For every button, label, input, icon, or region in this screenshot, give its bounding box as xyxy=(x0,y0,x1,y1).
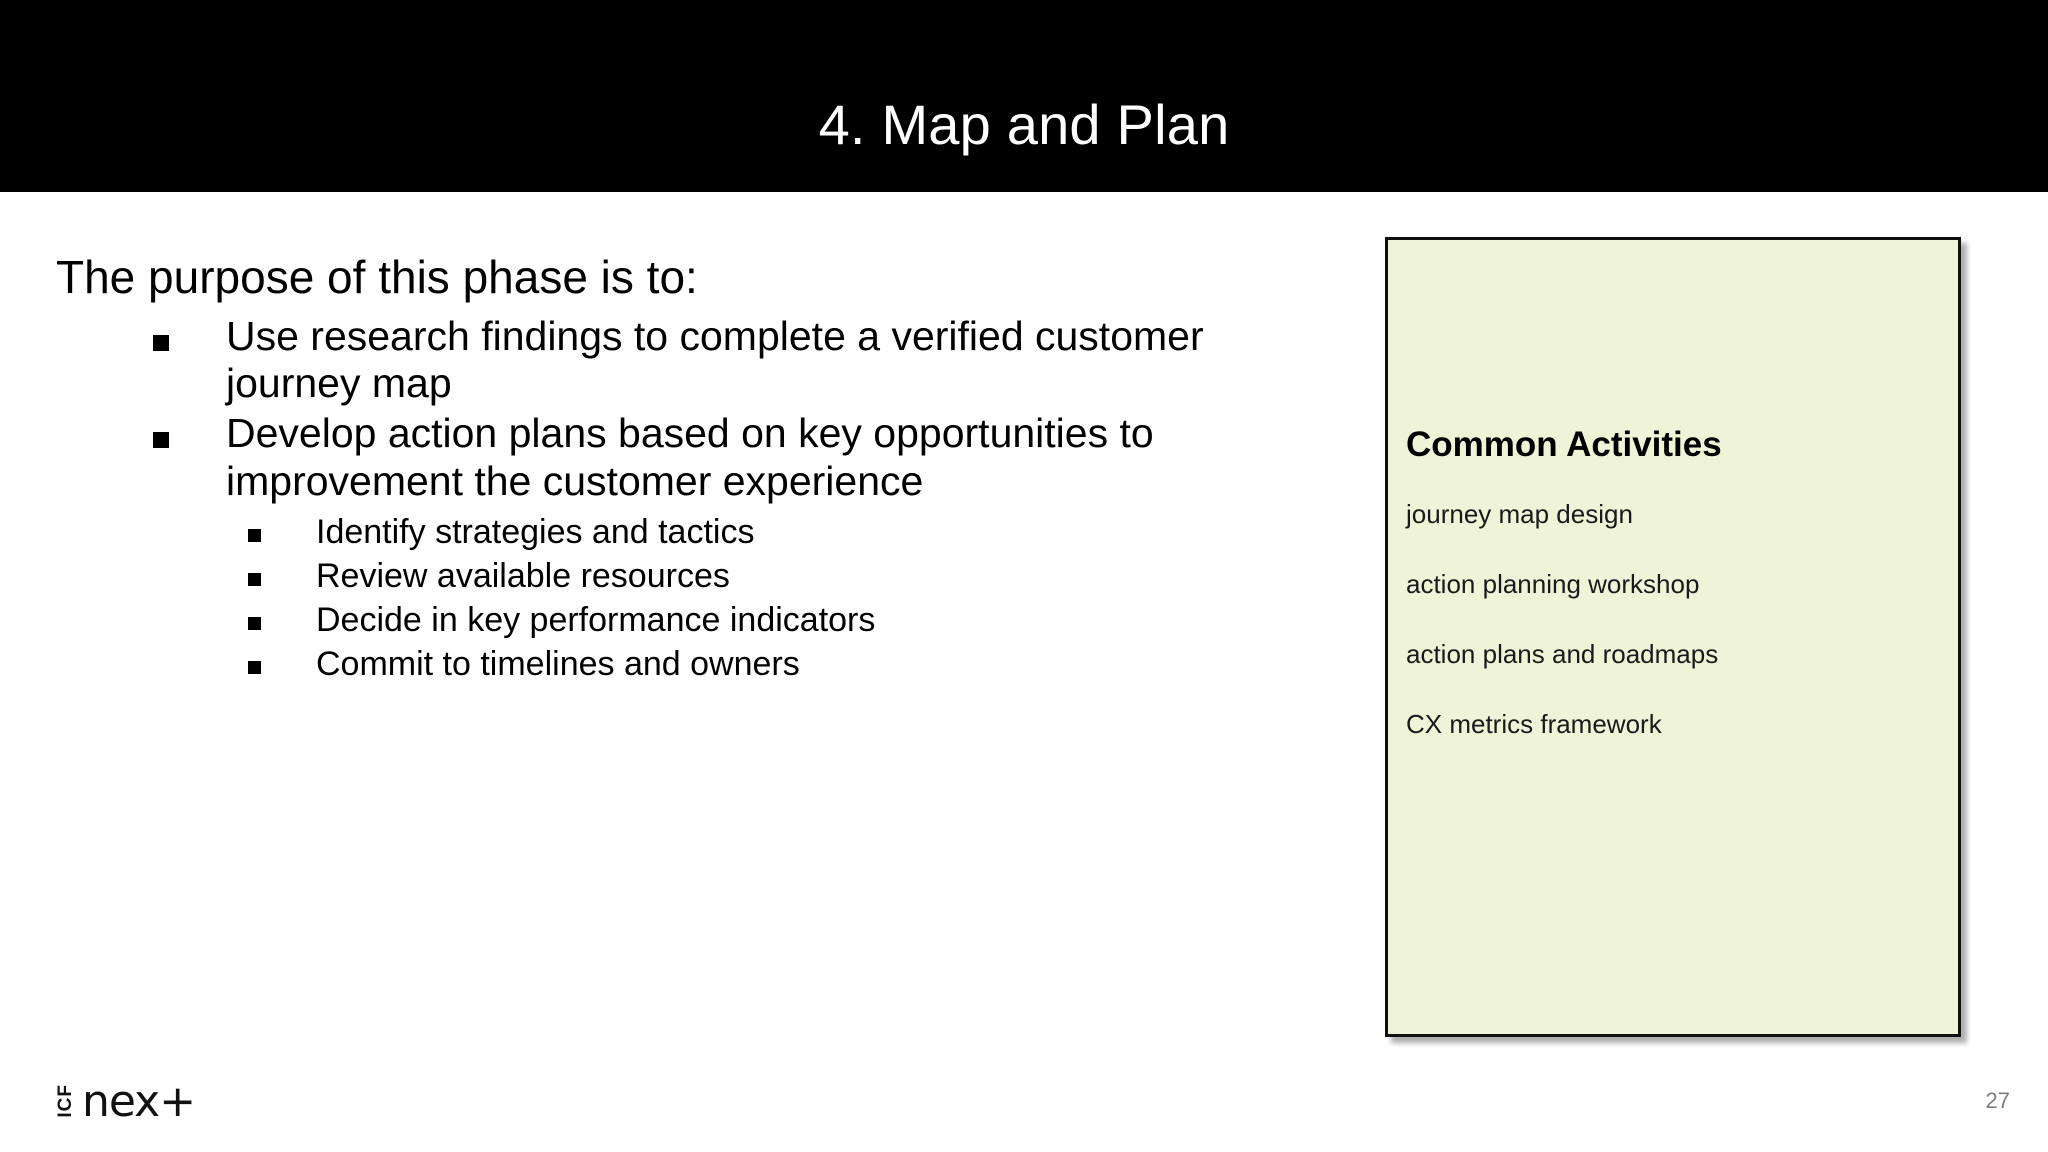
sub-bullet-text: Identify strategies and tactics xyxy=(316,513,755,552)
list-item: action planning workshop xyxy=(1406,568,1700,599)
secondary-bullet-list: Identify strategies and tactics Review a… xyxy=(226,513,1326,684)
square-bullet-icon xyxy=(248,573,261,587)
title-band xyxy=(0,0,2048,192)
list-item: action plans and roadmaps xyxy=(1406,638,1719,669)
page-number: 27 xyxy=(1985,1088,2010,1113)
square-bullet-icon xyxy=(248,617,261,631)
logo-next-wordmark: nex+ xyxy=(82,1075,196,1127)
list-item: Identify strategies and tactics xyxy=(226,513,1326,552)
common-activities-heading: Common Activities xyxy=(1406,425,1722,464)
list-item: Commit to timelines and owners xyxy=(226,645,1326,684)
primary-bullet-list: Use research findings to complete a veri… xyxy=(56,313,1326,685)
list-item: CX metrics framework xyxy=(1406,709,1662,740)
square-bullet-icon xyxy=(248,661,261,675)
bullet-text: Use research findings to complete a veri… xyxy=(226,312,1204,407)
square-bullet-icon xyxy=(153,431,169,448)
common-activities-panel: Common Activities journey map design act… xyxy=(1385,237,1961,1037)
square-bullet-icon xyxy=(153,334,169,351)
sub-bullet-text: Review available resources xyxy=(316,557,730,596)
list-item: Decide in key performance indicators xyxy=(226,601,1326,640)
logo-icf-mark: ICF xyxy=(55,1084,76,1118)
page-title: 4. Map and Plan xyxy=(818,92,1230,156)
sub-bullet-text: Decide in key performance indicators xyxy=(316,601,876,640)
list-item: Develop action plans based on key opport… xyxy=(56,410,1326,684)
body-content: The purpose of this phase is to: Use res… xyxy=(56,248,1326,689)
sub-bullet-text: Commit to timelines and owners xyxy=(316,645,800,684)
list-item: journey map design xyxy=(1406,498,1633,529)
list-item: Review available resources xyxy=(226,557,1326,596)
icf-next-logo: ICF nex+ xyxy=(55,1072,196,1127)
bullet-text: Develop action plans based on key opport… xyxy=(226,409,1154,504)
common-activities-list: journey map design action planning works… xyxy=(1406,499,1940,741)
list-item: Use research findings to complete a veri… xyxy=(56,313,1326,408)
common-activities-content: Common Activities journey map design act… xyxy=(1406,425,1940,779)
lead-statement: The purpose of this phase is to: xyxy=(56,251,698,303)
square-bullet-icon xyxy=(248,529,261,543)
